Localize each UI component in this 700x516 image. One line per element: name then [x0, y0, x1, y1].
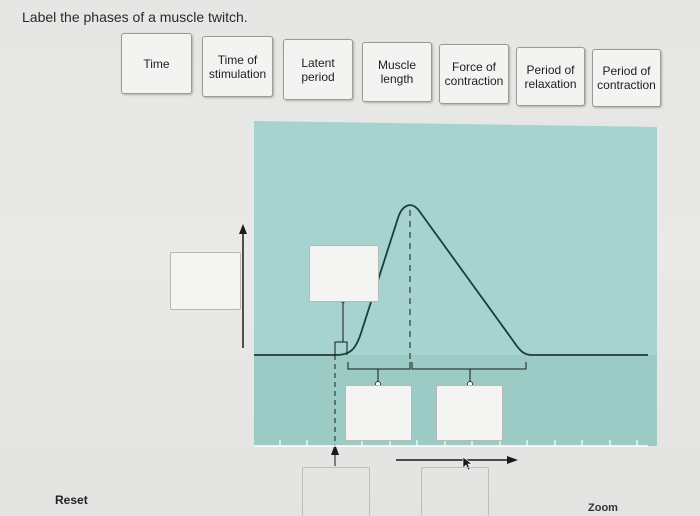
- label-chip-period-of-contraction[interactable]: Period of contraction: [592, 49, 661, 107]
- label-chip-time[interactable]: Time: [121, 33, 192, 94]
- relaxation-bracket: [411, 362, 527, 370]
- drop-target-y-axis[interactable]: [170, 252, 241, 310]
- question-title: Label the phases of a muscle twitch.: [22, 9, 248, 25]
- drop-target-contraction[interactable]: [345, 385, 412, 441]
- diagram-background: [254, 121, 657, 355]
- label-chip-period-of-relaxation[interactable]: Period of relaxation: [516, 47, 585, 106]
- y-axis-arrowhead: [239, 224, 247, 234]
- reset-button[interactable]: Reset: [55, 493, 88, 507]
- twitch-curve: [254, 204, 648, 356]
- stimulation-arrowhead: [331, 444, 339, 455]
- drop-target-x-axis[interactable]: [421, 467, 489, 516]
- contraction-bracket: [347, 362, 411, 370]
- x-axis-ticks: [279, 440, 638, 446]
- label-chip-time-of-stimulation[interactable]: Time of stimulation: [202, 36, 273, 97]
- latent-bracket: [334, 341, 348, 355]
- time-arrowhead: [507, 456, 518, 464]
- label-chip-muscle-length[interactable]: Muscle length: [362, 42, 432, 102]
- label-chip-latent-period[interactable]: Latent period: [283, 39, 353, 100]
- zoom-button[interactable]: Zoom: [588, 502, 618, 514]
- drop-target-stimulation[interactable]: [302, 467, 370, 516]
- label-chip-force-of-contraction[interactable]: Force of contraction: [439, 44, 509, 104]
- drop-target-relaxation[interactable]: [436, 385, 503, 441]
- drop-target-latent[interactable]: [309, 245, 379, 302]
